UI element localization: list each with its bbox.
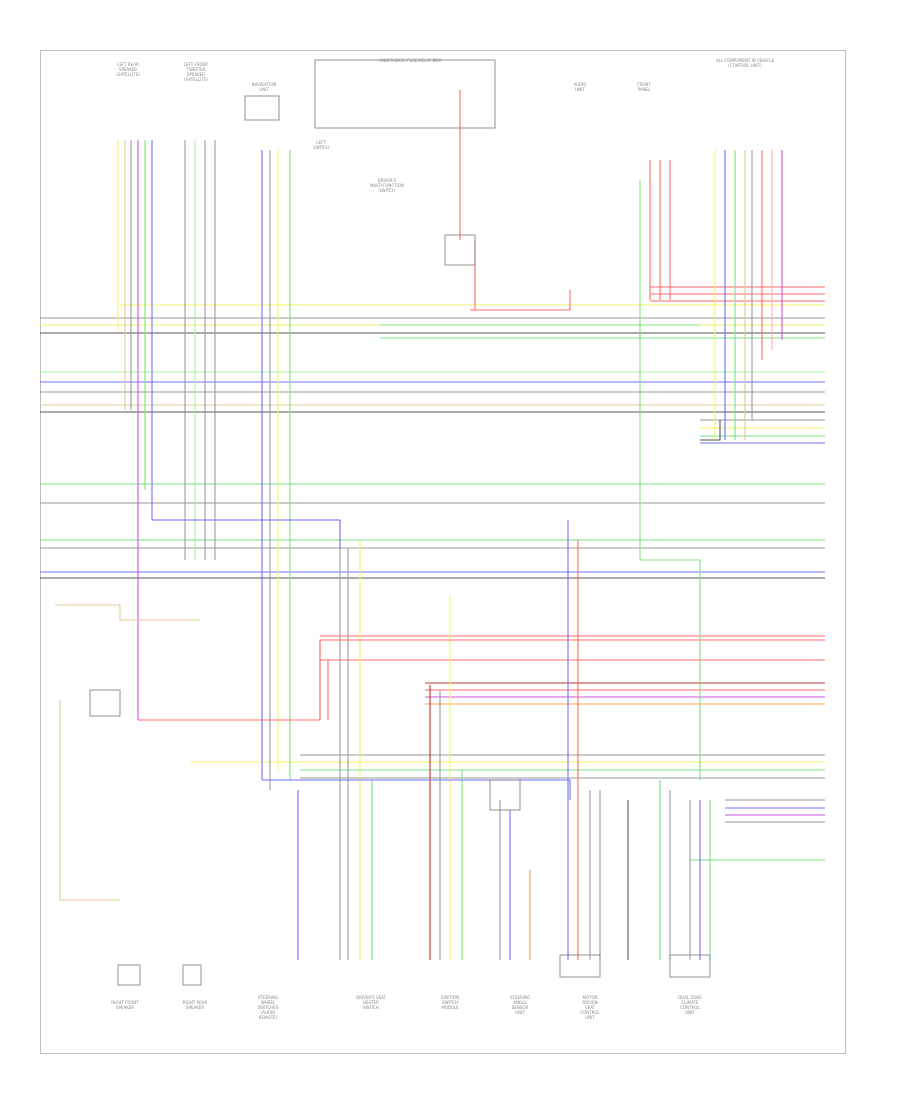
horizontal-wires <box>40 286 825 861</box>
diagram-frame <box>40 50 846 1054</box>
component-label-bottom-3: DRIVER'S SEAT HEATER SWITCH <box>356 995 386 1010</box>
routed-wire <box>55 604 200 621</box>
routed-wire <box>262 779 571 800</box>
connector-block <box>244 95 280 121</box>
connectors <box>89 59 711 986</box>
connector-block <box>89 689 121 717</box>
vertical-wires <box>55 90 825 960</box>
component-label-top-3: LEFT SWITCH <box>313 140 329 150</box>
routed-wire <box>59 700 120 901</box>
component-label-top-6: AUDIO UNIT <box>573 82 587 92</box>
component-label-top-7: FRONT PANEL <box>637 82 651 92</box>
connector-block <box>314 59 496 129</box>
component-label-bottom-6: MOTOR DRIVEN SEAT CONTROL UNIT <box>580 995 600 1020</box>
component-label-top-8: ALL COMPONENT IN VEHICLE (CONTROL UNIT) <box>715 58 775 68</box>
routed-wire <box>138 639 825 721</box>
component-label-top-2: NAVIGATION UNIT <box>251 82 277 92</box>
routed-wire <box>470 290 571 311</box>
component-label-top-1: LEFT FRONT TWEETER SPEAKER (SATELLITE) <box>183 62 209 82</box>
component-label-bottom-0: RIGHT FRONT SPEAKER <box>111 1000 139 1010</box>
connector-block <box>559 954 601 978</box>
component-label-bottom-5: STEERING ANGLE SENSOR UNIT <box>509 995 531 1015</box>
connector-block <box>489 779 521 811</box>
component-label-top-0: LEFT REAR SPEAKER (SATELLITE) <box>116 62 140 77</box>
component-label-bottom-2: STEERING WHEEL SWITCHES (AUDIO REMOTE) <box>257 995 279 1020</box>
component-label-bottom-7: DUAL ZONE CLIMATE CONTROL UNIT <box>678 995 702 1015</box>
component-label-bottom-1: RIGHT REAR SPEAKER <box>182 1000 208 1010</box>
component-label-bottom-4: IGNITION SWITCH MODULE <box>440 995 460 1010</box>
routed-wire <box>152 519 341 548</box>
routed-wire <box>640 559 701 780</box>
component-label-top-5: UNDER-DASH FUSE/RELAY BOX <box>379 58 441 63</box>
connector-block <box>669 954 711 978</box>
connector-block <box>117 964 141 986</box>
routed-wire <box>700 420 721 441</box>
connector-block <box>444 234 476 266</box>
connector-block <box>182 964 202 986</box>
component-label-top-4: DRIVER'S MULTI-FUNCTION SWITCH <box>370 178 404 193</box>
